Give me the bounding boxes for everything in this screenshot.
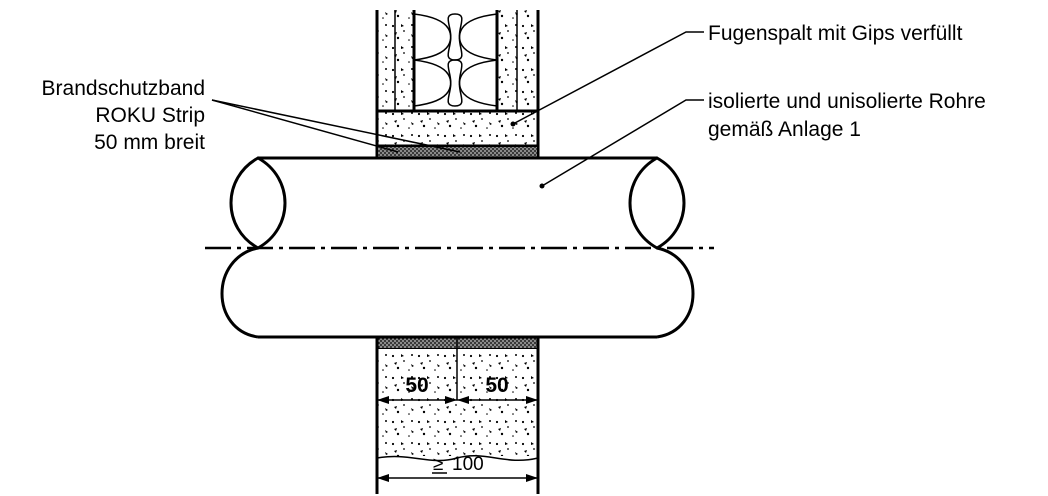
dim-total-min: 100: [452, 454, 484, 475]
label-tape-line3: 50 mm breit: [94, 131, 205, 154]
label-pipes-line1: isolierte und unisolierte Rohre: [708, 90, 986, 113]
pipe: [205, 156, 714, 339]
dimensions: 50 50 ≥ 100: [377, 374, 538, 482]
leader-lines: [211, 31, 704, 189]
label-pipes-line2: gemäß Anlage 1: [708, 118, 861, 141]
upper-gypsum-joint: [375, 109, 540, 148]
label-tape-line2: ROKU Strip: [95, 104, 205, 127]
label-tape-line1: Brandschutzband: [42, 77, 205, 100]
insulation-wave: [413, 13, 498, 107]
dim-right-width: 50: [485, 374, 508, 397]
dim-min-sign: ≥: [433, 454, 443, 475]
dim-left-width: 50: [405, 374, 428, 397]
pipe-left-cut: [229, 156, 287, 250]
upper-wall: [375, 10, 540, 159]
lower-wall: [375, 336, 540, 494]
break-line: [376, 454, 539, 462]
labels: Fugenspalt mit Gips verfüllt isolierte u…: [42, 22, 986, 154]
label-joint-gap: Fugenspalt mit Gips verfüllt: [708, 22, 963, 45]
pipe-right-cut: [628, 156, 686, 250]
